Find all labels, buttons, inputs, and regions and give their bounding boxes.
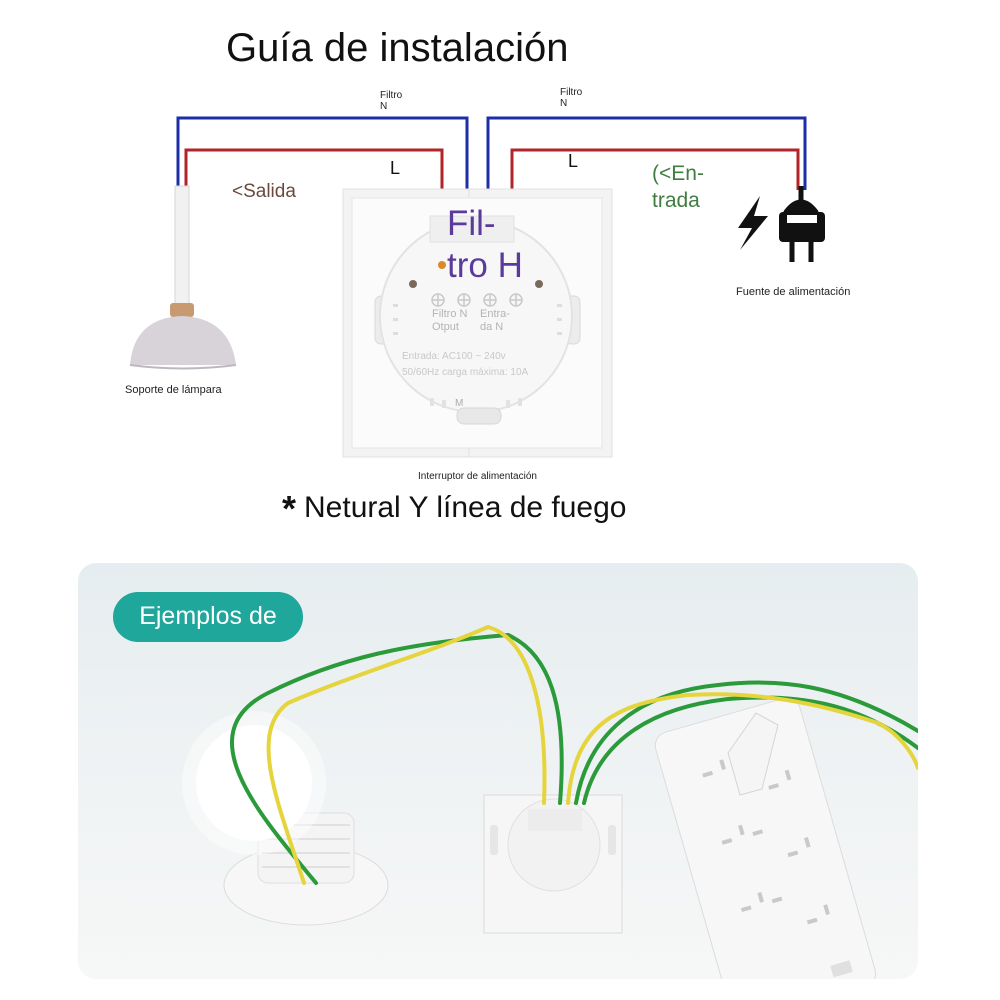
neutral-live-note: *Netural Y línea de fuego xyxy=(282,488,627,530)
neutral-wire-right xyxy=(486,116,807,230)
plug-icon xyxy=(779,186,825,262)
example-photo xyxy=(78,563,918,979)
wiring-diagram xyxy=(129,116,825,458)
pendant-lamp-icon xyxy=(129,303,237,370)
example-badge: Ejemplos de xyxy=(113,592,303,642)
neutral-live-note-text: Netural Y línea de fuego xyxy=(304,491,627,524)
example-photo-illustration xyxy=(182,625,918,979)
filter-h-label: Fil- tro H xyxy=(447,204,523,285)
spec-line-2: 50/60Hz carga máxima: 10A xyxy=(402,367,529,378)
output-arrow-label: <Salida xyxy=(232,181,296,202)
switch-plate xyxy=(342,188,613,458)
filter-n-label-right: Filtro N xyxy=(560,87,583,109)
live-label-left: L xyxy=(390,158,401,178)
page-title: Guía de instalación xyxy=(226,26,569,70)
lightning-icon xyxy=(738,196,768,250)
terminal-label-right: Entra- da N xyxy=(480,308,510,333)
power-source-label: Fuente de alimentación xyxy=(736,286,851,298)
neutral-wire-left xyxy=(176,116,469,230)
lamp-cord xyxy=(174,185,190,307)
spec-line-1: Entrada: AC100 ~ 240v xyxy=(402,351,506,362)
terminal-label-left: Filtro N Otput xyxy=(432,308,468,333)
lamp-holder-label: Soporte de lámpara xyxy=(125,384,222,396)
filter-n-label-left: Filtro N xyxy=(380,90,403,112)
power-switch-label: Interruptor de alimentación xyxy=(418,471,537,482)
input-arrow-label: (<En- trada xyxy=(652,162,704,212)
live-label-right: L xyxy=(568,151,579,171)
m-mark: M xyxy=(455,398,464,409)
asterisk-icon: * xyxy=(282,488,297,529)
